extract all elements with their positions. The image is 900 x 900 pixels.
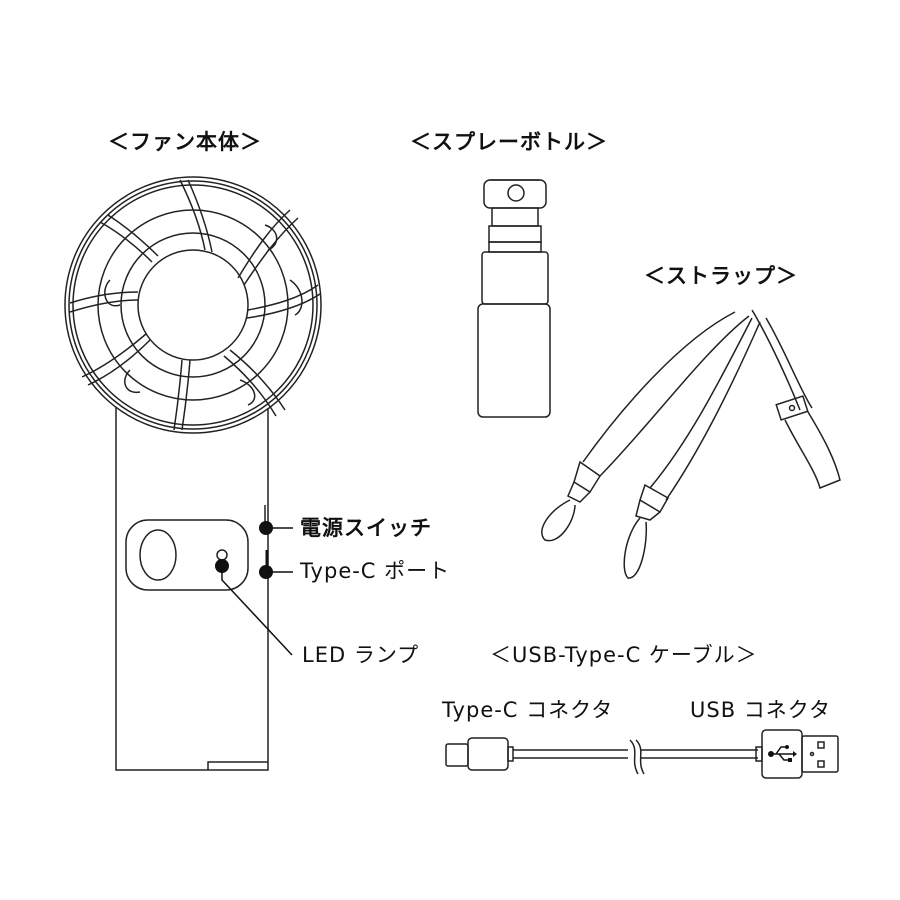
usb-typec-cable (445, 729, 839, 779)
typec-port-label: Type-C ポート (300, 559, 451, 583)
strap-title: ＜ストラップ＞ (644, 264, 798, 288)
power-button (139, 529, 177, 581)
typec-plug (445, 743, 469, 767)
led-indicator (216, 549, 228, 561)
fan-body-title: ＜ファン本体＞ (108, 130, 262, 154)
spray-bottle (477, 179, 551, 418)
usb-connector-label: USB コネクタ (690, 698, 831, 722)
cable-title: ＜USB-Type-C ケーブル＞ (490, 643, 758, 667)
power-switch-label: 電源スイッチ (300, 516, 432, 540)
usb-plug-tip (801, 735, 839, 773)
fan-body (64, 176, 322, 771)
spray-bottle-title: ＜スプレーボトル＞ (410, 130, 608, 154)
led-lamp-label: LED ランプ (302, 643, 420, 667)
fan-blades (104, 224, 303, 406)
fan-hub (137, 249, 249, 361)
strap (541, 309, 841, 579)
fan-grille-spokes (69, 179, 321, 431)
usb-symbol-icon (768, 745, 797, 762)
control-panel (125, 519, 249, 591)
typec-connector-label: Type-C コネクタ (442, 698, 614, 722)
